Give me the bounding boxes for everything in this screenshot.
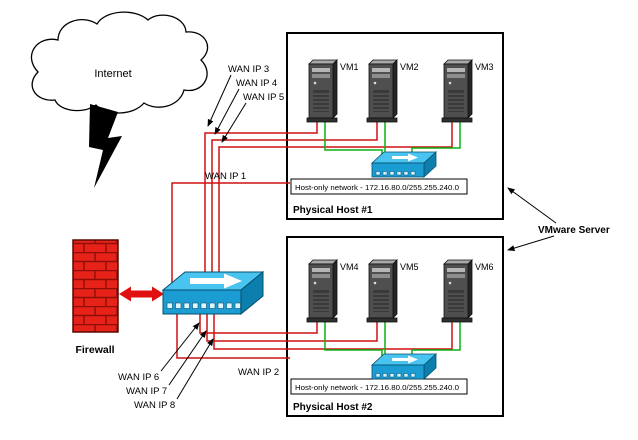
physical-host-1-label: Physical Host #1 — [293, 205, 373, 216]
internet-cloud-shape — [30, 11, 209, 114]
vm2-label: VM2 — [400, 62, 419, 72]
wan-ip-6-arrow — [160, 322, 200, 372]
firewall-icon — [72, 239, 119, 333]
wan-ip-7-arrow — [168, 330, 207, 386]
wan-ip-6-label: WAN IP 6 — [118, 372, 159, 383]
vm4-tower-icon — [306, 259, 338, 323]
host-only-switch-icon-2 — [371, 353, 437, 380]
physical-host-2-label: Physical Host #2 — [293, 402, 373, 413]
vmware-server-arrow-host2 — [507, 235, 555, 251]
vm4-label: VM4 — [340, 262, 359, 272]
wan-ip-3-arrow — [207, 74, 232, 127]
lan-switch-icon — [161, 270, 265, 316]
wan-ip-2-label: WAN IP 2 — [238, 367, 279, 378]
vm3-tower-icon — [441, 59, 473, 123]
vm5-tower-icon — [366, 259, 398, 323]
wan-label-pointer-arrows — [160, 74, 247, 400]
vm5-label: VM5 — [400, 262, 419, 272]
wan-ip-3-label: WAN IP 3 — [228, 64, 269, 75]
internet-label: Internet — [94, 68, 131, 80]
host-only-network-label-2: Host-only network - 172.16.80.0/255.255.… — [295, 383, 459, 392]
host-only-network-label-1: Host-only network - 172.16.80.0/255.255.… — [295, 183, 459, 192]
wan-ip-8-label: WAN IP 8 — [134, 400, 175, 411]
wan-ip-5-label: WAN IP 5 — [243, 92, 284, 103]
host-only-switch-icon-1 — [371, 151, 437, 178]
wan-ip-5-arrow — [221, 102, 247, 143]
wan-ip-4-arrow — [214, 88, 240, 135]
wan-ip-8-arrow — [176, 338, 214, 400]
vm2-tower-icon — [366, 59, 398, 123]
vm1-label: VM1 — [340, 62, 359, 72]
vm1-tower-icon — [306, 59, 338, 123]
vmware-server-arrow-host1 — [507, 187, 557, 224]
firewall-label: Firewall — [75, 344, 114, 356]
wan-ip-1-label: WAN IP 1 — [205, 171, 246, 182]
lightning-bolt-icon — [89, 104, 122, 188]
host-only-label-box-1 — [290, 178, 468, 195]
wan-ip-7-label: WAN IP 7 — [126, 386, 167, 397]
firewall-switch-arrow — [119, 286, 164, 302]
wan-connection-lines — [171, 120, 453, 359]
vm3-label: VM3 — [475, 62, 494, 72]
vmware-server-label: VMware Server — [538, 225, 610, 236]
vm6-tower-icon — [441, 259, 473, 323]
vm6-label: VM6 — [475, 262, 494, 272]
wan-ip-4-label: WAN IP 4 — [236, 78, 277, 89]
